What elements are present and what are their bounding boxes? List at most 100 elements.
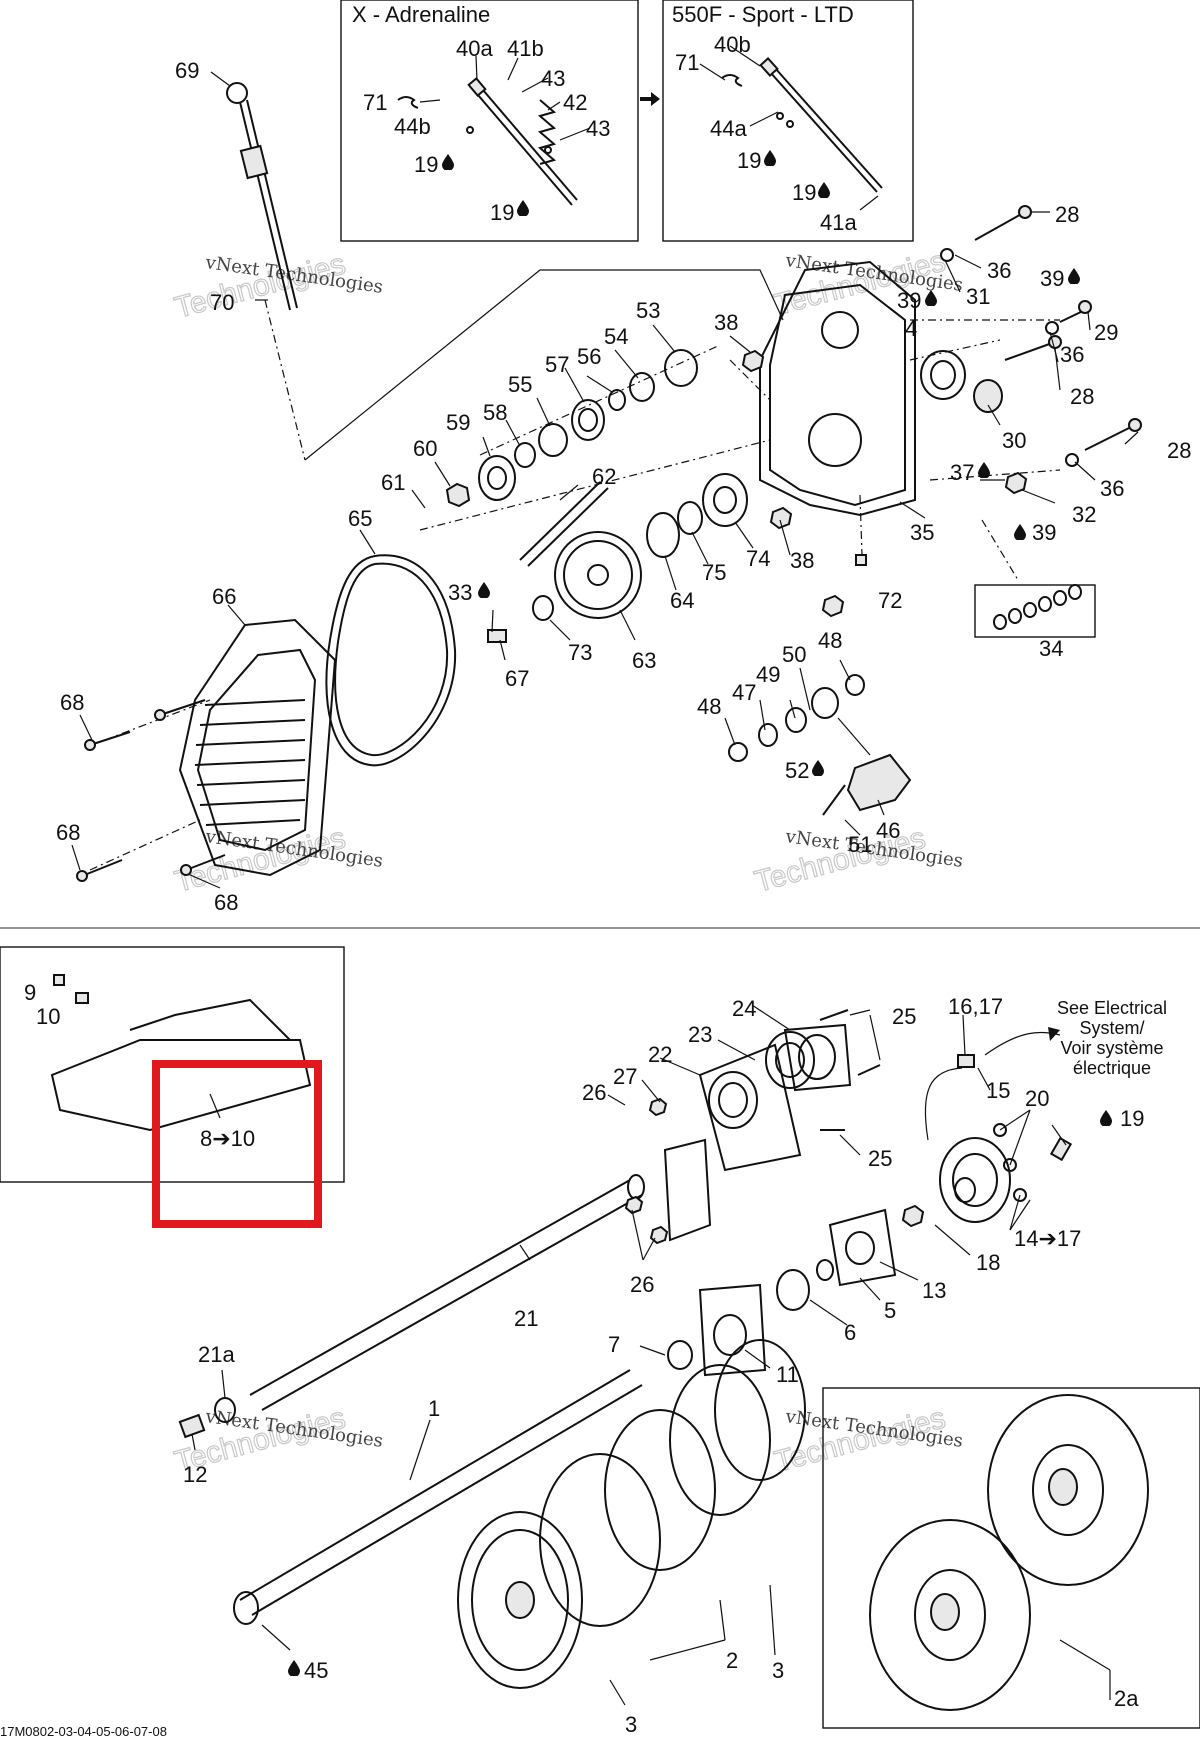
drive-axle-assembly [0,946,1200,1729]
callout-19: 19 [490,200,514,225]
callout-2a: 2a [1114,1686,1139,1711]
callout-27: 27 [613,1064,637,1089]
callout-26: 26 [630,1272,654,1297]
callout-57: 57 [545,352,569,377]
callout-42: 42 [563,90,587,115]
callout-26: 26 [582,1080,606,1105]
cover-fins [194,699,306,826]
callout-46: 46 [876,818,900,843]
washer-row [993,584,1082,630]
inset-adrenaline: X - Adrenaline [340,0,639,242]
callout-59: 59 [446,410,470,435]
callout-18: 18 [976,1250,1000,1275]
inset-title: 550F - Sport - LTD [672,2,854,27]
note-line: System/ [1079,1018,1144,1038]
callout-28: 28 [1167,438,1191,463]
inset-title: X - Adrenaline [352,2,490,27]
callout-38: 38 [790,548,814,573]
callout-14-to-17: 14➔17 [1014,1226,1081,1251]
callout-31: 31 [966,284,990,309]
callout-19: 19 [792,180,816,205]
callout-58: 58 [483,400,507,425]
callout-3: 3 [772,1658,784,1683]
callout-36: 36 [1060,342,1084,367]
callout-1: 1 [428,1396,440,1421]
callout-8-to-10: 8➔10 [200,1126,255,1151]
callout-22: 22 [648,1042,672,1067]
callout-6: 6 [844,1320,856,1345]
callout-56: 56 [577,344,601,369]
inset-550f-sport-ltd: 550F - Sport - LTD [662,0,914,242]
callout-51: 51 [848,832,872,857]
callout-66: 66 [212,584,236,609]
callout-70: 70 [210,290,234,315]
callout-44a: 44a [710,116,747,141]
callout-40a: 40a [456,36,493,61]
highlight-box [152,1060,322,1228]
callout-55: 55 [508,372,532,397]
callout-61: 61 [381,470,405,495]
note-line: See Electrical [1057,998,1167,1018]
callout-74: 74 [746,546,770,571]
callout-12: 12 [183,1462,207,1487]
note-line: électrique [1073,1058,1151,1078]
callout-54: 54 [604,324,628,349]
callout-43: 43 [541,66,565,91]
callout-67: 67 [505,666,529,691]
callout-36: 36 [1100,476,1124,501]
callout-37: 37 [950,460,974,485]
callout-19: 19 [737,148,761,173]
callout-20: 20 [1025,1086,1049,1111]
callout-2: 2 [726,1648,738,1673]
callout-36: 36 [987,258,1011,283]
callout-48: 48 [818,628,842,653]
callout-21: 21 [514,1306,538,1331]
callout-11: 11 [776,1362,799,1387]
callout-52: 52 [785,758,809,783]
callout-21a: 21a [198,1342,235,1367]
callout-35: 35 [910,520,934,545]
callouts: 69 71 40a 41b 43 42 43 44b 19 19 71 40b … [24,32,1191,1737]
callout-39: 39 [1032,520,1056,545]
callout-39: 39 [897,288,921,313]
callout-25: 25 [892,1004,916,1029]
callout-60: 60 [413,436,437,461]
chaincase-assembly [76,82,1142,882]
callout-5: 5 [884,1298,896,1323]
callout-34: 34 [1039,636,1063,661]
callout-23: 23 [688,1022,712,1047]
callout-19: 19 [1120,1106,1144,1131]
callout-3: 3 [625,1712,637,1737]
callout-68: 68 [214,890,238,915]
electrical-system-note: See Electrical System/ Voir système élec… [1057,998,1167,1078]
callout-41b: 41b [507,36,544,61]
callout-16-17: 16,17 [948,994,1003,1019]
callout-47: 47 [732,680,756,705]
callout-10: 10 [36,1004,60,1029]
callout-40b: 40b [714,32,751,57]
callout-38: 38 [714,310,738,335]
callout-9: 9 [24,980,36,1005]
callout-29: 29 [1094,320,1118,345]
note-line: Voir système [1060,1038,1163,1058]
leader-lines [71,45,1139,1706]
callout-75: 75 [702,560,726,585]
callout-25: 25 [868,1146,892,1171]
callout-4: 4 [905,316,917,341]
callout-13: 13 [922,1278,946,1303]
callout-69: 69 [175,58,199,83]
callout-72: 72 [878,588,902,613]
callout-28: 28 [1070,384,1094,409]
callout-68: 68 [56,820,80,845]
callout-71: 71 [675,50,699,75]
callout-43: 43 [586,116,610,141]
callout-15: 15 [986,1078,1010,1103]
callout-30: 30 [1002,428,1026,453]
callout-63: 63 [632,648,656,673]
callout-45: 45 [304,1658,328,1683]
callout-64: 64 [670,588,694,613]
callout-68: 68 [60,690,84,715]
callout-33: 33 [448,580,472,605]
